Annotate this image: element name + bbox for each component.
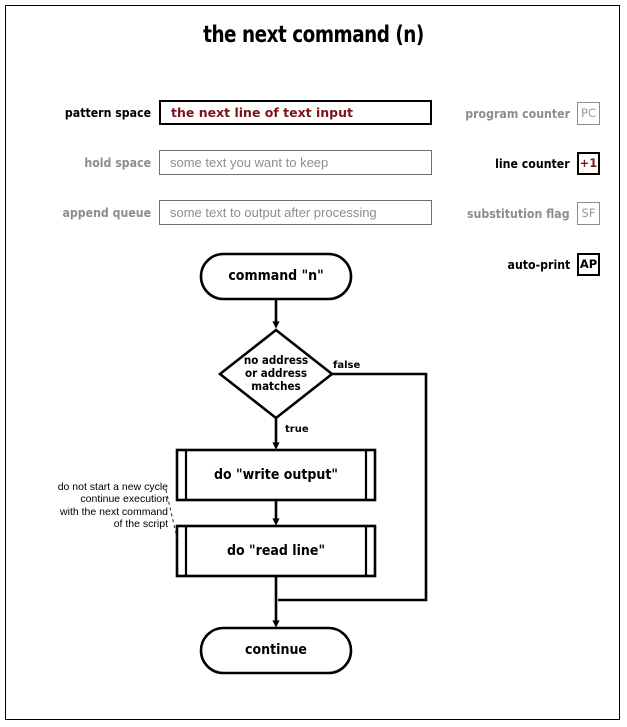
flow-node-read-line[interactable]	[175, 524, 377, 578]
flow-annotation-line-2: continue execution	[80, 493, 168, 506]
buffer-field-hold-space[interactable]: some text you want to keep	[159, 150, 432, 175]
buffer-label-append-queue: append queue	[62, 205, 152, 220]
flow-node-decision-line-1: no address	[243, 353, 309, 367]
annotation-leader-line	[165, 489, 178, 539]
flow-node-continue-label: continue	[245, 642, 307, 658]
buffer-row-pattern-space: pattern space the next line of text inpu…	[40, 100, 432, 125]
flow-node-read-line-label: do "read line"	[226, 543, 326, 559]
flow-node-continue[interactable]	[199, 626, 353, 675]
register-row-substitution-flag: substitution flag SF	[440, 201, 600, 225]
buffer-label-hold-space: hold space	[84, 155, 152, 170]
register-row-line-counter: line counter +1	[440, 151, 600, 175]
register-value-auto-print[interactable]: AP	[577, 252, 600, 276]
buffer-label-pattern-space: pattern space	[64, 105, 152, 120]
register-row-auto-print: auto-print AP	[440, 252, 600, 276]
register-value-program-counter[interactable]: PC	[577, 101, 600, 125]
flow-node-decision-label: no address or address matches	[233, 354, 319, 393]
flow-node-write-output[interactable]	[175, 448, 377, 502]
register-label-substitution-flag: substitution flag	[467, 205, 570, 221]
register-label-program-counter: program counter	[465, 105, 570, 121]
register-value-line-counter[interactable]: +1	[577, 151, 600, 175]
page-frame	[5, 5, 620, 720]
flow-edge-label-true: true	[285, 424, 309, 435]
flow-annotation-line-3: with the next command	[60, 505, 168, 518]
flow-node-decision-line-2: or address	[244, 366, 308, 380]
flow-annotation: do not start a new cycle continue execut…	[18, 481, 168, 530]
flow-annotation-line-4: of the script	[113, 517, 168, 530]
buffer-field-append-queue[interactable]: some text to output after processing	[159, 200, 432, 225]
buffer-row-append-queue: append queue some text to output after p…	[40, 200, 432, 225]
page-title: the next command (n)	[203, 22, 424, 48]
register-value-substitution-flag[interactable]: SF	[577, 201, 600, 225]
flow-edge-label-false: false	[333, 360, 361, 371]
flow-node-decision-line-3: matches	[251, 379, 301, 393]
buffer-row-hold-space: hold space some text you want to keep	[40, 150, 432, 175]
register-row-program-counter: program counter PC	[440, 101, 600, 125]
flow-node-start-label: command "n"	[228, 268, 324, 284]
register-label-line-counter: line counter	[495, 155, 570, 171]
flow-annotation-line-1: do not start a new cycle	[57, 481, 168, 493]
register-label-auto-print: auto-print	[507, 256, 570, 272]
buffer-field-pattern-space[interactable]: the next line of text input	[159, 100, 432, 125]
flow-node-write-output-label: do "write output"	[213, 467, 338, 483]
flow-edge-false	[278, 372, 428, 602]
